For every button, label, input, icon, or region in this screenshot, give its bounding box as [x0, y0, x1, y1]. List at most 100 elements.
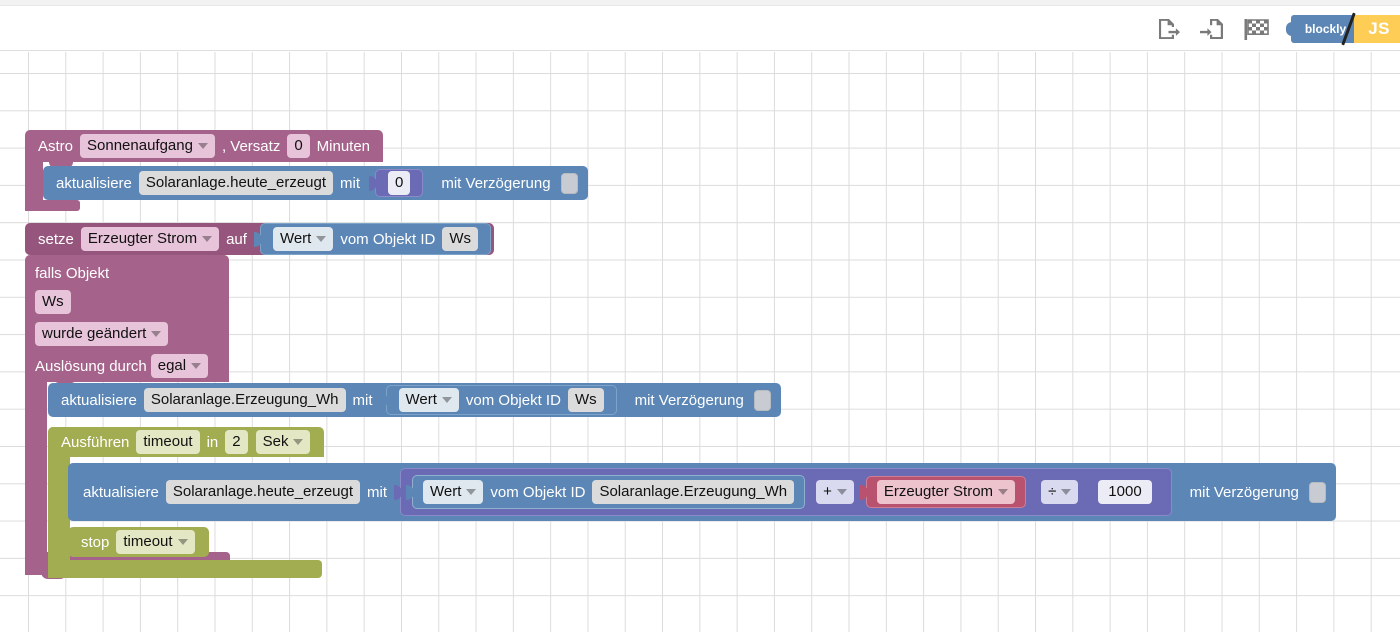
left-plug-icon	[406, 485, 415, 500]
math-operator1-dropdown[interactable]: +	[816, 480, 854, 504]
update2-value-reporter[interactable]: Wert vom Objekt ID Ws	[379, 385, 617, 415]
setze-value-kind: Wert	[279, 230, 312, 247]
left-plug-icon	[1083, 484, 1092, 499]
update3-verb: aktualisiere	[83, 483, 159, 501]
ausfuehren-amount[interactable]: 2	[225, 430, 248, 454]
math-operand3-number-block[interactable]: 1000	[1083, 476, 1160, 508]
ausfuehren-foot	[48, 560, 322, 578]
left-plug-icon	[369, 176, 378, 191]
astro-arm	[25, 162, 43, 207]
falls-condition-value: wurde geändert	[42, 325, 147, 342]
left-plug-icon	[253, 232, 262, 247]
chevron-down-icon	[998, 489, 1009, 495]
update1-delay-checkbox[interactable]	[560, 172, 578, 194]
falls-trigger-row: Auslösung durch egal	[25, 350, 229, 382]
astro-offset-label: , Versatz	[221, 137, 281, 155]
block-setze-variable[interactable]: setze Erzeugter Strom auf Wert vom Objek…	[25, 223, 495, 255]
import-icon[interactable]	[1197, 14, 1227, 44]
chevron-down-icon	[441, 397, 452, 403]
block-astro-trigger[interactable]: Astro Sonnenaufgang , Versatz 0 Minuten	[25, 130, 384, 211]
left-plug-icon	[859, 485, 868, 500]
math-operand1-object-id[interactable]: Solaranlage.Erzeugung_Wh	[592, 480, 795, 504]
astro-inner-notch	[49, 162, 73, 168]
update3-object-id[interactable]: Solaranlage.heute_erzeugt	[165, 480, 361, 504]
math-expression-block[interactable]: Wert vom Objekt ID Solaranlage.Erzeugung…	[394, 468, 1172, 516]
update3-delay-label: mit Verzögerung	[1189, 483, 1299, 501]
block-update-erzeugung-wh[interactable]: aktualisiere Solaranlage.Erzeugung_Wh mi…	[48, 383, 781, 417]
chevron-down-icon	[177, 539, 188, 545]
falls-condition-row: wurde geändert	[25, 318, 229, 350]
top-strip	[0, 0, 1400, 6]
checkered-flag-icon[interactable]	[1241, 14, 1271, 44]
update1-value[interactable]: 0	[388, 171, 411, 195]
math-operand1-kind: Wert	[430, 483, 462, 500]
update1-with-label: mit	[340, 174, 361, 192]
ausfuehren-unit-dropdown[interactable]: Sek	[255, 430, 311, 454]
math-operator2: ÷	[1048, 483, 1057, 500]
update3-with-label: mit	[367, 483, 388, 501]
update2-delay-label: mit Verzögerung	[634, 391, 744, 409]
astro-event-dropdown[interactable]: Sonnenaufgang	[80, 134, 215, 158]
setze-variable-dropdown[interactable]: Erzeugter Strom	[80, 227, 220, 251]
stop-timer-dropdown[interactable]: timeout	[116, 530, 195, 554]
astro-label: Astro	[38, 137, 74, 155]
block-update-heute-erzeugt-2[interactable]: aktualisiere Solaranlage.heute_erzeugt m…	[68, 463, 1336, 521]
blockly-canvas[interactable]: Astro Sonnenaufgang , Versatz 0 Minuten	[0, 52, 1400, 632]
update1-object-id[interactable]: Solaranlage.heute_erzeugt	[138, 171, 334, 195]
ausfuehren-in-label: in	[206, 433, 219, 451]
block-ausfuehren-timeout[interactable]: Ausführen timeout in 2 Sek	[48, 427, 325, 457]
block-stop-timeout[interactable]: stop timeout	[68, 527, 209, 557]
astro-foot	[25, 200, 80, 211]
ausfuehren-verb: Ausführen	[61, 433, 130, 451]
falls-inner-notch	[53, 377, 77, 383]
setze-variable-value: Erzeugter Strom	[87, 230, 198, 247]
chevron-down-icon	[316, 236, 327, 242]
update2-delay-checkbox[interactable]	[753, 389, 771, 411]
math-operator2-dropdown[interactable]: ÷	[1041, 480, 1079, 504]
math-operator1: +	[823, 483, 832, 500]
update1-value-reporter[interactable]: 0	[369, 169, 424, 197]
setze-object-id[interactable]: Ws	[442, 227, 479, 251]
left-plug-icon	[379, 393, 388, 408]
js-tab[interactable]: JS	[1354, 14, 1400, 43]
chevron-down-icon	[197, 143, 208, 149]
setze-value-reporter[interactable]: Wert vom Objekt ID Ws	[253, 223, 492, 255]
update3-delay-checkbox[interactable]	[1308, 481, 1326, 503]
setze-value-kind-dropdown[interactable]: Wert	[272, 227, 334, 251]
math-operand1-object-label: vom Objekt ID	[490, 483, 586, 501]
falls-object-id[interactable]: Ws	[35, 290, 71, 314]
block-update-heute-erzeugt-1[interactable]: aktualisiere Solaranlage.heute_erzeugt m…	[43, 166, 588, 200]
update1-verb: aktualisiere	[56, 174, 132, 192]
falls-trigger-value: egal	[157, 357, 187, 374]
math-operand3-value[interactable]: 1000	[1098, 480, 1152, 504]
stop-timer-name: timeout	[123, 533, 173, 550]
math-operand1-kind-dropdown[interactable]: Wert	[423, 480, 484, 504]
block-falls-objekt[interactable]: falls Objekt Ws wurde geändert Auslösung…	[25, 255, 230, 579]
setze-verb: setze	[38, 230, 74, 248]
update2-value-kind-dropdown[interactable]: Wert	[398, 388, 459, 412]
math-operand2-variable: Erzeugter Strom	[883, 483, 994, 500]
export-icon[interactable]	[1153, 14, 1183, 44]
chevron-down-icon	[466, 489, 477, 495]
chevron-down-icon	[836, 489, 847, 495]
astro-offset-input[interactable]: 0	[287, 134, 310, 158]
stop-verb: stop	[81, 533, 110, 551]
falls-trigger-dropdown[interactable]: egal	[150, 354, 209, 378]
setze-to-label: auf	[226, 230, 247, 248]
falls-arm	[25, 377, 47, 575]
falls-condition-dropdown[interactable]: wurde geändert	[35, 322, 169, 346]
ausfuehren-unit: Sek	[262, 433, 289, 450]
math-operand2-variable-block[interactable]: Erzeugter Strom	[859, 476, 1027, 508]
editor-toolbar: blockly JS	[1153, 6, 1400, 51]
update2-object-id[interactable]: Solaranlage.Erzeugung_Wh	[143, 388, 346, 412]
falls-object-row: Ws	[25, 286, 229, 318]
language-toggle[interactable]: blockly JS	[1285, 12, 1400, 45]
chevron-down-icon	[191, 363, 202, 369]
left-plug-icon	[394, 485, 403, 500]
update2-source-object-id[interactable]: Ws	[567, 388, 604, 412]
ausfuehren-timer-name[interactable]: timeout	[136, 430, 200, 454]
chevron-down-icon	[293, 439, 304, 445]
math-operand1-reporter[interactable]: Wert vom Objekt ID Solaranlage.Erzeugung…	[406, 475, 806, 509]
update2-with-label: mit	[352, 391, 373, 409]
math-operand2-variable-dropdown[interactable]: Erzeugter Strom	[876, 480, 1016, 504]
